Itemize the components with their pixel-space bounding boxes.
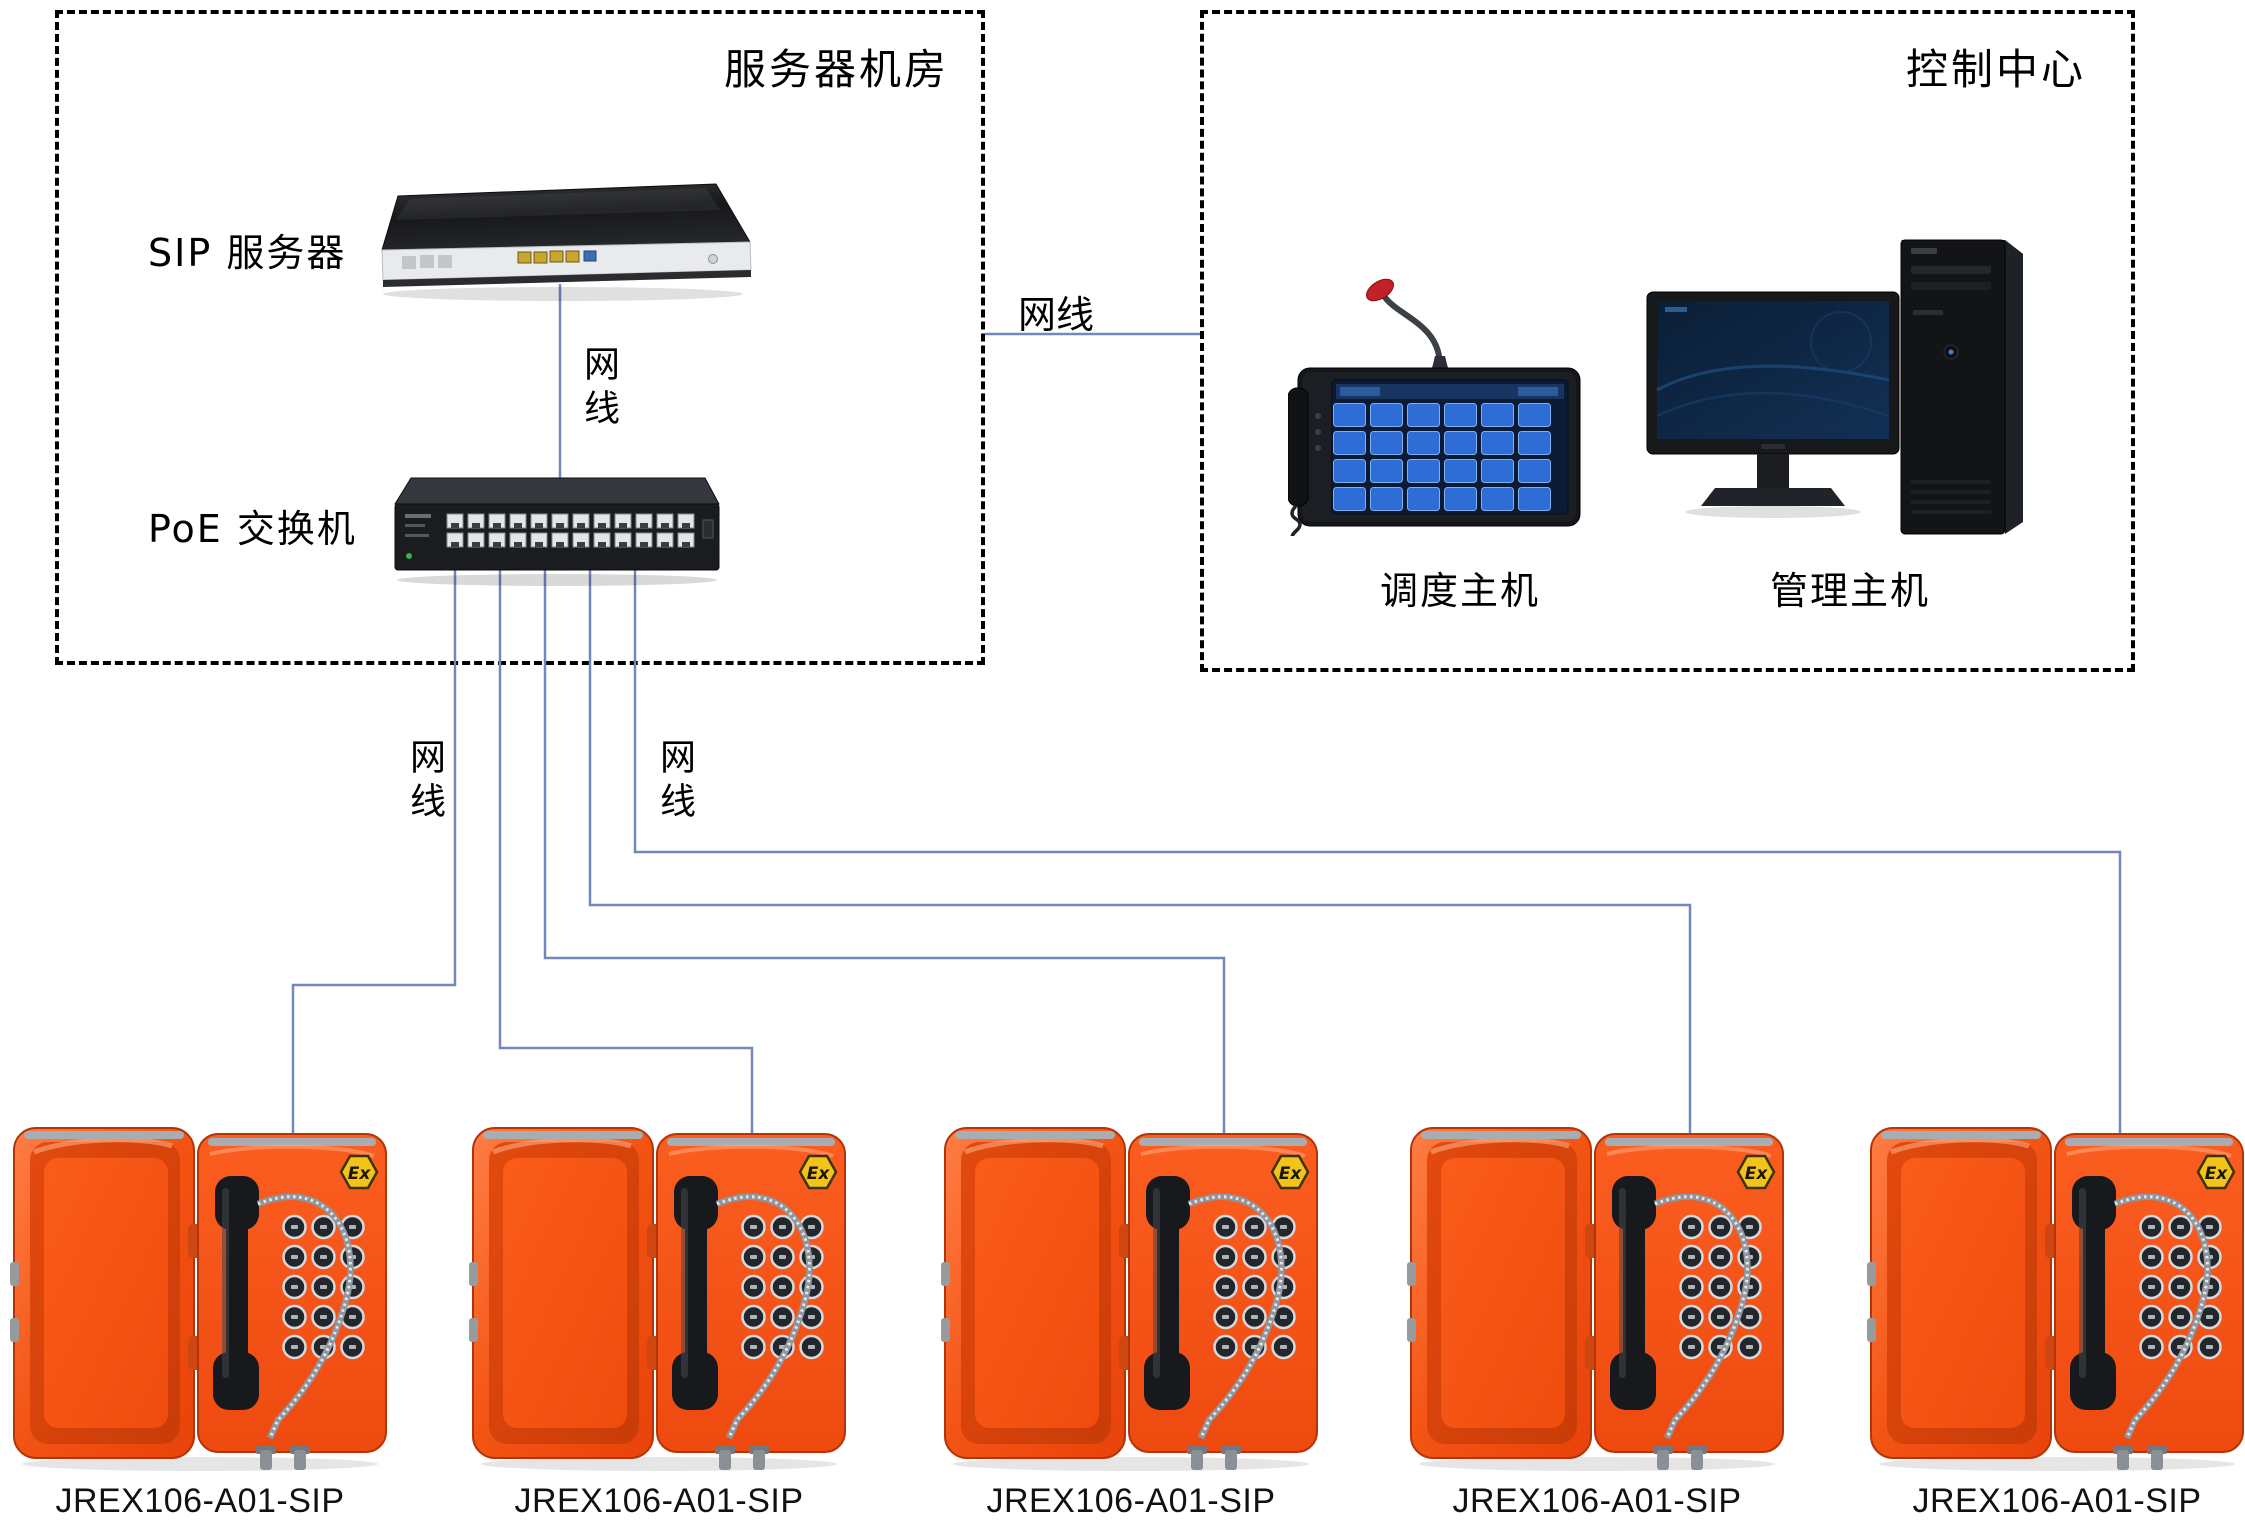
- phone-unit-4: [1407, 1112, 1787, 1472]
- poe-switch-label: PoE 交换机: [148, 507, 357, 551]
- phone-label-4: JREX106-A01-SIP: [1452, 1482, 1742, 1520]
- server-room-title: 服务器机房: [723, 45, 949, 94]
- cable-label-server-switch: 网线: [578, 345, 619, 433]
- cable-switch-to-phone-3: [543, 565, 1226, 1150]
- cable-switch-to-phone-1: [291, 565, 457, 1150]
- server-ports: [517, 250, 597, 264]
- switch-ports: [445, 512, 697, 550]
- industrial-telephone: [10, 1128, 386, 1471]
- phone-unit-2: [469, 1112, 849, 1472]
- console-screen: [1331, 379, 1569, 515]
- dispatch-console-device: [1288, 276, 1588, 536]
- cable-switch-to-phone-2: [498, 565, 754, 1150]
- poe-switch-device: [385, 468, 730, 593]
- sip-server-label: SIP 服务器: [148, 231, 347, 275]
- industrial-telephone: [1867, 1128, 2243, 1471]
- phone-label-2: JREX106-A01-SIP: [514, 1482, 804, 1520]
- control-center-box: 控制中心: [1200, 10, 2135, 672]
- phone-unit-5: [1867, 1112, 2245, 1472]
- dispatch-host-label: 调度主机: [1380, 569, 1541, 613]
- cable-switch-to-phone-4: [588, 565, 1692, 1150]
- phone-label-1: JREX106-A01-SIP: [55, 1482, 345, 1520]
- server-room-box: 服务器机房: [55, 10, 985, 665]
- cable-label-interbox: 网线: [1018, 293, 1095, 337]
- management-host-label: 管理主机: [1770, 569, 1931, 613]
- industrial-telephone: [1407, 1128, 1783, 1471]
- management-computer-device: [1645, 230, 2045, 550]
- console-handset: [1288, 387, 1309, 507]
- tower-case: [1900, 239, 2023, 535]
- cable-label-branch-right: 网线: [654, 738, 695, 826]
- console-handset-cord: [1290, 504, 1302, 536]
- cable-switch-to-phone-5: [633, 565, 2122, 1150]
- sip-server-device: [368, 180, 753, 308]
- cable-label-branch-left: 网线: [404, 738, 445, 826]
- phone-unit-3: [941, 1112, 1321, 1472]
- phone-unit-1: [10, 1112, 390, 1472]
- control-center-title: 控制中心: [1905, 45, 2086, 94]
- industrial-telephone: [941, 1128, 1317, 1471]
- monitor: [1646, 291, 1900, 518]
- microphone-capsule: [1366, 278, 1394, 302]
- industrial-telephone: [469, 1128, 845, 1471]
- phone-label-3: JREX106-A01-SIP: [986, 1482, 1276, 1520]
- phone-label-5: JREX106-A01-SIP: [1912, 1482, 2202, 1520]
- gooseneck-mic-arm: [1379, 290, 1444, 373]
